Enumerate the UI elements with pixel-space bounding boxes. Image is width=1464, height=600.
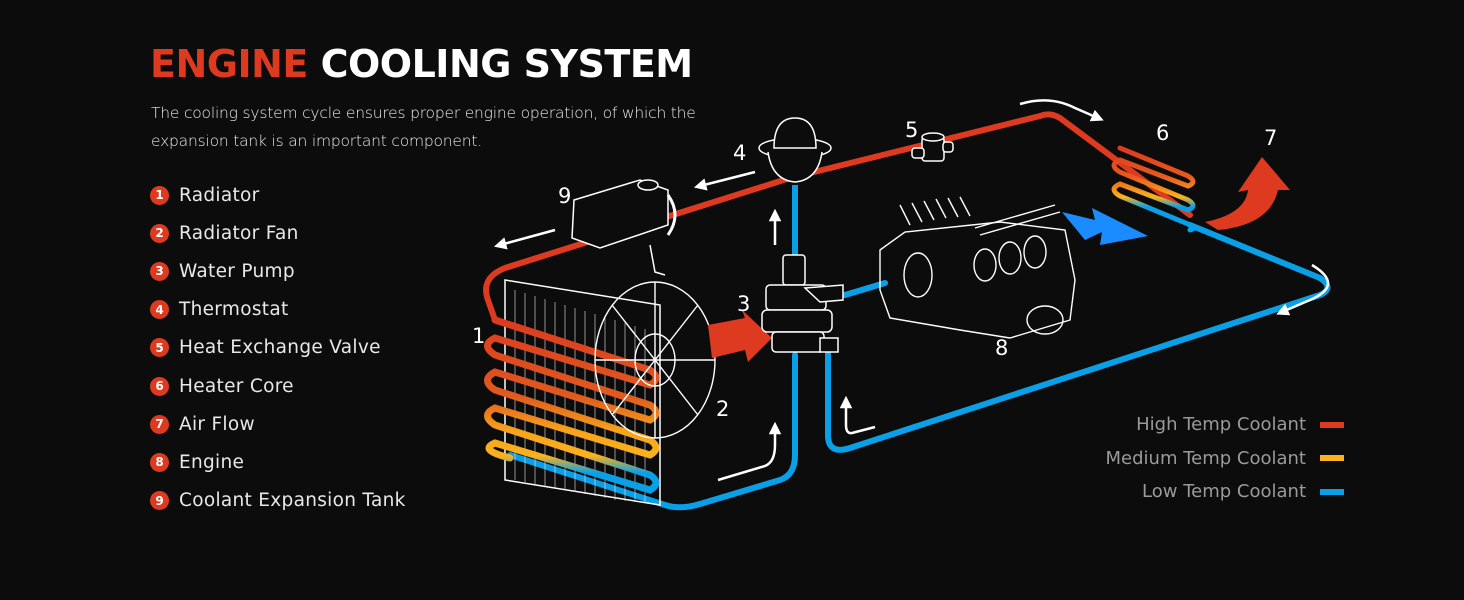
hot-air-flow-arrow <box>1205 157 1290 230</box>
parts-list-item: 3 Water Pump <box>150 252 406 290</box>
part-label: Radiator Fan <box>179 222 299 244</box>
label-air-flow: 7 <box>1264 126 1277 150</box>
number-badge: 9 <box>150 491 169 511</box>
low-temp-pipe-engine <box>842 280 888 298</box>
low-temp-pipe-return <box>825 222 1331 453</box>
heater-core <box>1111 145 1196 233</box>
number-badge: 4 <box>150 300 169 320</box>
label-tank: 9 <box>558 184 571 208</box>
legend-item-low: Low Temp Coolant <box>1106 475 1344 509</box>
part-label: Water Pump <box>179 260 295 282</box>
number-badge: 6 <box>150 376 169 396</box>
radiator <box>484 279 661 506</box>
parts-list-item: 9 Coolant Expansion Tank <box>150 482 406 520</box>
part-label: Thermostat <box>179 299 289 321</box>
legend-label: Medium Temp Coolant <box>1105 447 1306 469</box>
expansion-tank <box>571 179 677 276</box>
number-badge: 7 <box>150 414 169 434</box>
label-heater-core: 6 <box>1156 121 1169 145</box>
legend: High Temp Coolant Medium Temp Coolant Lo… <box>1106 408 1344 509</box>
flow-arrows <box>493 99 1330 482</box>
water-pump <box>761 254 844 353</box>
heat-exchange-valve <box>911 132 954 162</box>
number-badge: 5 <box>150 338 169 358</box>
subtitle: The cooling system cycle ensures proper … <box>151 104 696 150</box>
label-thermostat: 4 <box>733 141 746 165</box>
number-badge: 1 <box>150 185 169 205</box>
part-label: Heater Core <box>179 375 294 397</box>
cold-air-arrow <box>1062 208 1148 245</box>
legend-swatch-medium <box>1320 455 1344 462</box>
label-engine: 8 <box>995 336 1008 360</box>
part-label: Radiator <box>179 184 260 206</box>
part-label: Air Flow <box>179 413 255 435</box>
legend-swatch-low <box>1320 488 1344 495</box>
legend-item-high: High Temp Coolant <box>1106 408 1344 442</box>
title-accent: ENGINE <box>150 42 308 86</box>
page-title: ENGINE COOLING SYSTEM <box>150 40 693 88</box>
low-temp-pipe-radiator <box>507 352 798 511</box>
legend-item-medium: Medium Temp Coolant <box>1106 442 1344 476</box>
number-badge: 2 <box>150 223 169 243</box>
parts-list-item: 6 Heater Core <box>150 367 406 405</box>
legend-label: High Temp Coolant <box>1136 414 1306 436</box>
radiator-fan <box>594 281 716 439</box>
parts-list-item: 5 Heat Exchange Valve <box>150 329 406 367</box>
label-fan: 2 <box>716 397 729 421</box>
parts-list-item: 1 Radiator <box>150 176 406 214</box>
label-pump: 3 <box>737 292 750 316</box>
part-label: Engine <box>179 451 245 473</box>
parts-list-item: 2 Radiator Fan <box>150 214 406 252</box>
fan-airflow-arrow <box>708 310 772 362</box>
legend-label: Low Temp Coolant <box>1142 481 1306 503</box>
parts-list-item: 8 Engine <box>150 443 406 481</box>
legend-swatch-high <box>1320 421 1344 428</box>
parts-list-item: 7 Air Flow <box>150 405 406 443</box>
part-label: Coolant Expansion Tank <box>179 490 406 512</box>
number-badge: 8 <box>150 452 169 472</box>
number-badge: 3 <box>150 261 169 281</box>
parts-list: 1 Radiator 2 Radiator Fan 3 Water Pump 4 The… <box>150 176 406 520</box>
label-radiator: 1 <box>472 324 485 348</box>
part-label: Heat Exchange Valve <box>179 337 381 359</box>
parts-list-item: 4 Thermostat <box>150 291 406 329</box>
engine-block <box>879 196 1076 339</box>
label-valve: 5 <box>905 118 918 142</box>
thermostat <box>758 117 832 183</box>
title-rest: COOLING SYSTEM <box>320 42 694 86</box>
